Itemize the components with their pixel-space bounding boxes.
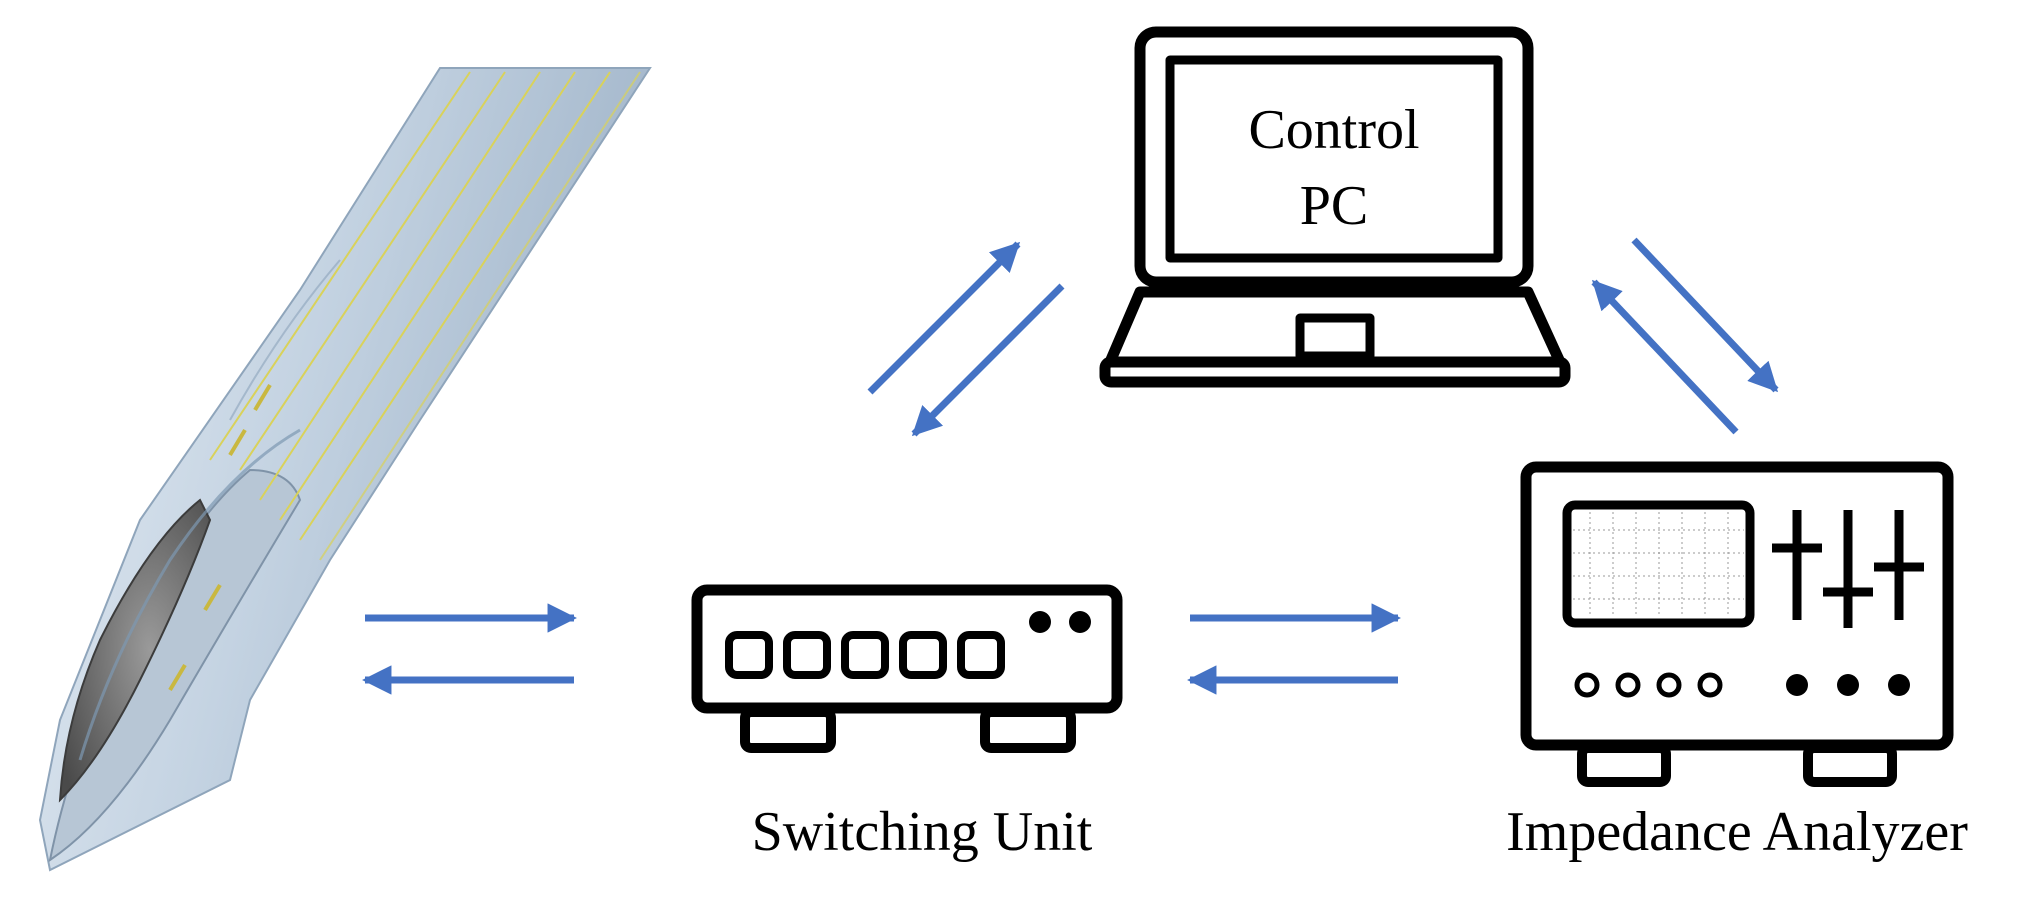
oscilloscope-icon [1520,461,1954,787]
laptop-screen-line1: Control [1248,99,1419,161]
laptop-screen-line2: PC [1300,175,1369,237]
arrow-analyzer-to-pc [1591,279,1739,435]
impedance-analyzer-label: Impedance Analyzer [1506,801,1968,863]
laptop-icon [1099,26,1571,388]
arrow-switch-to-pc [867,241,1021,395]
switch-box-icon [691,584,1123,753]
arrow-pc-to-switch [911,283,1065,437]
arrow-pc-to-analyzer [1631,237,1779,393]
switching-unit-label: Switching Unit [752,801,1093,863]
needle-probe-icon [38,67,652,872]
